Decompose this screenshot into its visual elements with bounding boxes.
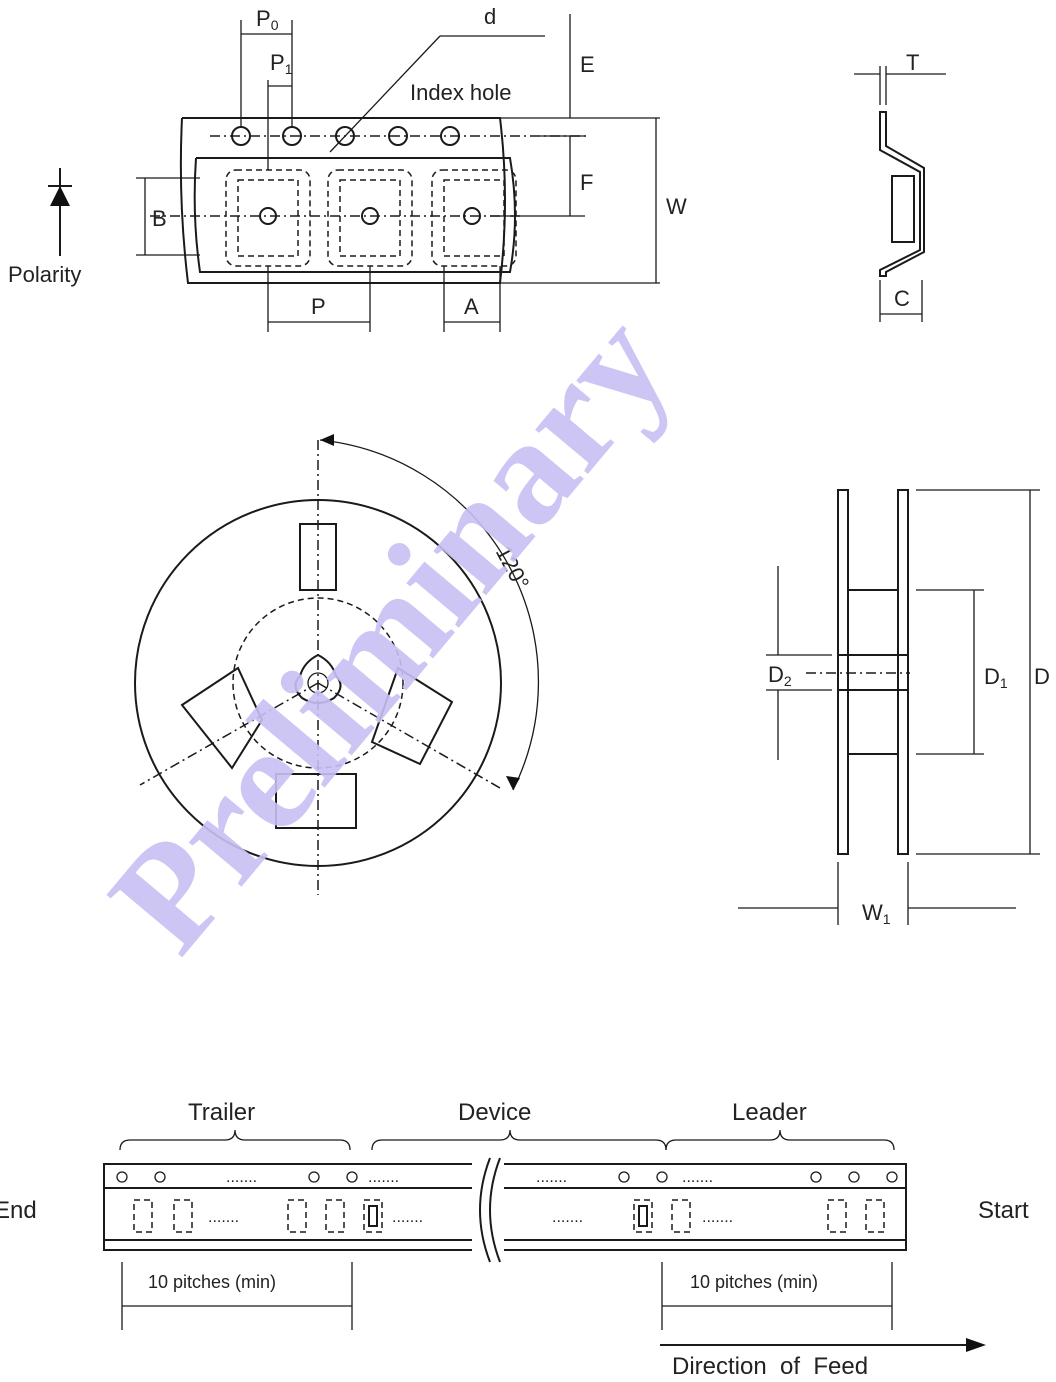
label-d: d <box>484 4 496 29</box>
section-trailer: Trailer <box>188 1099 255 1126</box>
label-e: E <box>580 52 595 77</box>
label-c: C <box>894 286 910 311</box>
svg-text:.......: ....... <box>552 1209 583 1226</box>
label-trailer-pitches: 10 pitches (min) <box>148 1272 276 1292</box>
label-a: A <box>464 294 479 319</box>
svg-text:.......: ....... <box>392 1209 423 1226</box>
label-d-reel: D <box>1034 664 1050 689</box>
feed-dots: ....... ....... ....... ....... ....... … <box>208 1169 733 1226</box>
section-device: Device <box>458 1099 531 1126</box>
label-d1: D1 <box>984 664 1008 691</box>
feed-diagram: Trailer Device Leader ....... ....... <box>0 1099 1029 1380</box>
watermark: Preliminary <box>78 283 701 981</box>
svg-text:.......: ....... <box>682 1169 713 1186</box>
polarity-symbol <box>48 168 72 256</box>
feed-holes <box>116 1171 898 1183</box>
label-p0: P0 <box>256 6 279 33</box>
tape-side-view: T C <box>854 50 946 322</box>
section-leader: Leader <box>732 1099 807 1126</box>
svg-text:.......: ....... <box>702 1209 733 1226</box>
label-end: End <box>0 1197 37 1224</box>
label-p1: P1 <box>270 50 293 77</box>
label-leader-pitches: 10 pitches (min) <box>690 1272 818 1292</box>
svg-text:.......: ....... <box>536 1169 567 1186</box>
label-d2: D2 <box>768 662 792 689</box>
tape-top-view: P0 P1 d Index hole E F W B P A Polarity <box>8 4 687 332</box>
label-b: B <box>152 206 167 231</box>
label-start: Start <box>978 1197 1029 1224</box>
svg-text:.......: ....... <box>226 1169 257 1186</box>
feed-pockets <box>133 1199 885 1233</box>
label-direction: Direction of Feed <box>672 1353 868 1380</box>
svg-text:.......: ....... <box>208 1209 239 1226</box>
label-w1: W1 <box>862 900 891 927</box>
label-polarity: Polarity <box>8 262 81 287</box>
svg-text:.......: ....... <box>368 1169 399 1186</box>
reel-side-view: D2 D1 D W1 <box>738 489 1050 927</box>
label-f: F <box>580 170 593 195</box>
label-t: T <box>906 50 919 75</box>
label-w: W <box>666 194 687 219</box>
label-p: P <box>311 294 326 319</box>
pockets <box>225 169 517 267</box>
label-index-hole: Index hole <box>410 80 512 105</box>
